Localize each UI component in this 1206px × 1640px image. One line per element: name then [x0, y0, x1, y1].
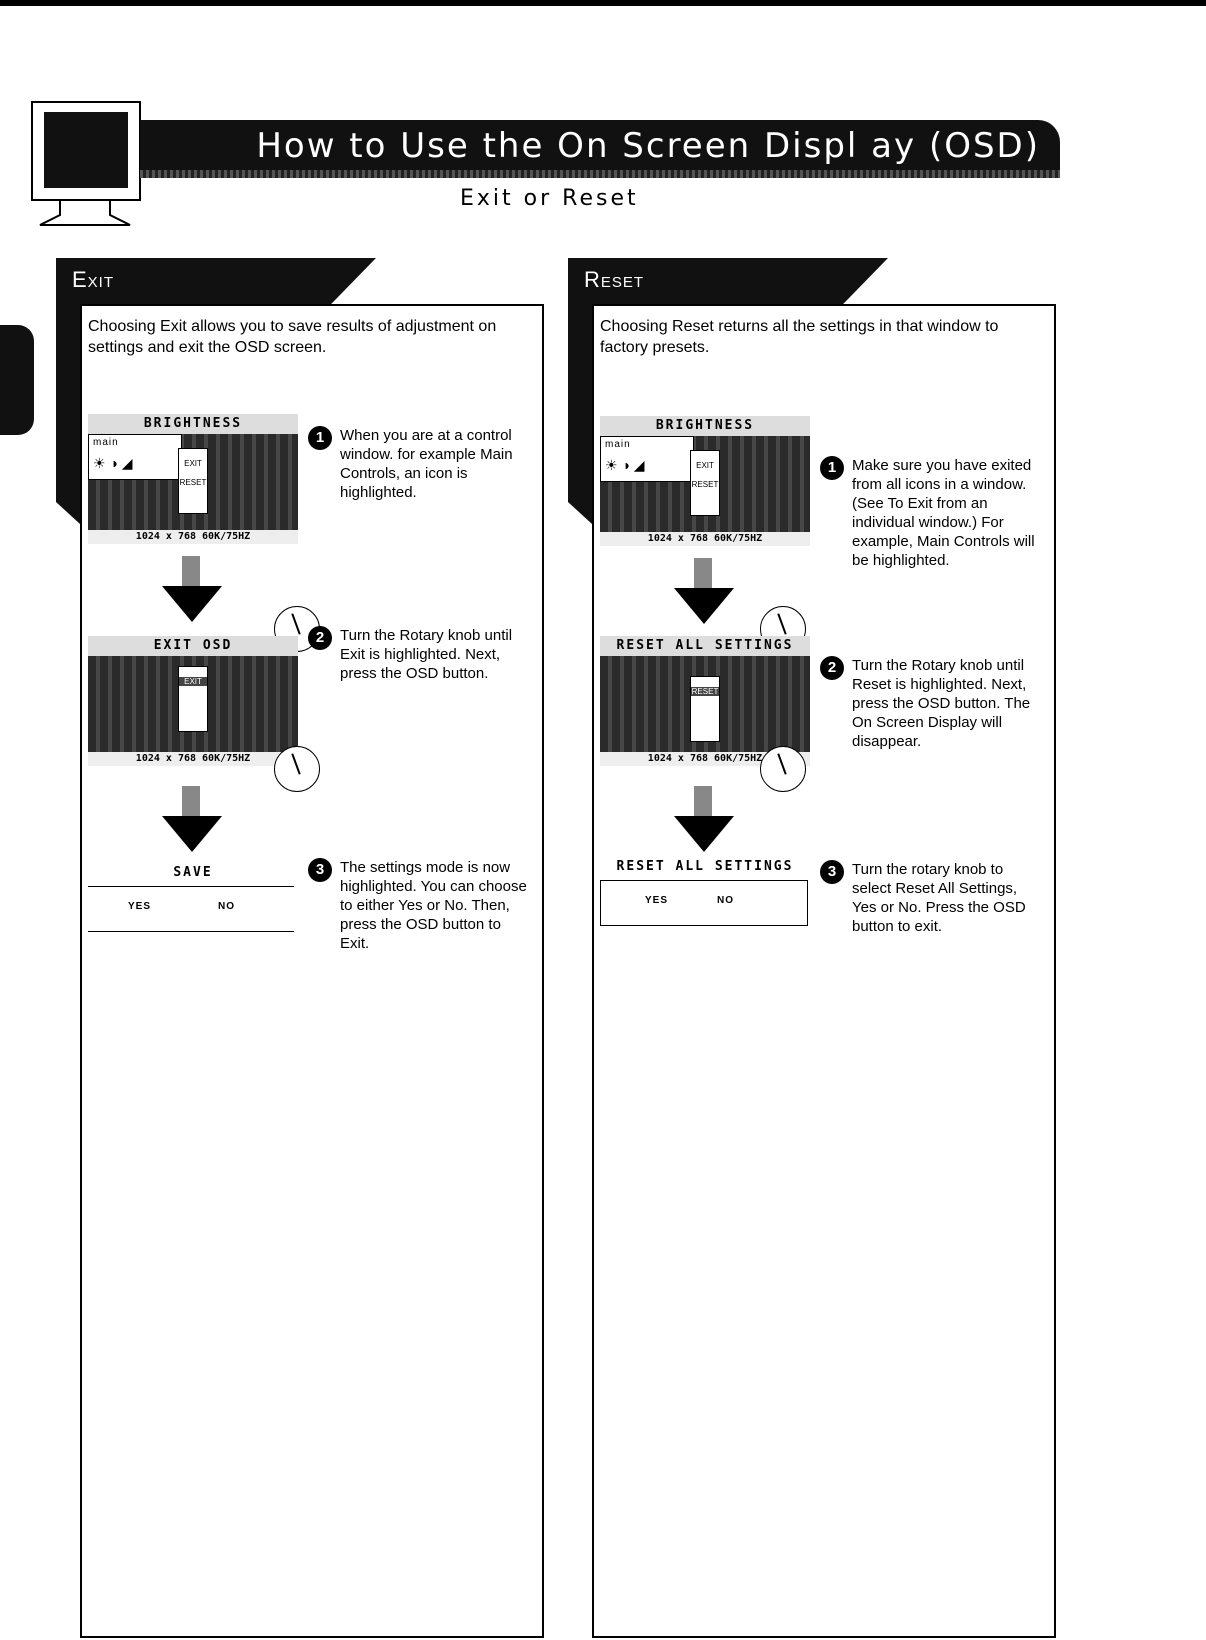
language-side-tab: [0, 325, 34, 435]
exit-tab: Exit: [56, 258, 376, 304]
osd-menu-reset-highlighted: RESET: [691, 687, 719, 696]
step-number: 3: [308, 858, 332, 882]
title-bar: How to Use the On Screen Displ ay (OSD): [140, 120, 1060, 178]
osd-menu-reset: RESET: [691, 480, 719, 489]
save-title: SAVE: [173, 865, 213, 880]
osd-screen: main ☀ ◑ ◢ EXIT RESET: [600, 436, 810, 532]
reset-box: Choosing Reset returns all the settings …: [592, 304, 1056, 1638]
save-title: RESET ALL SETTINGS: [616, 859, 794, 874]
page-title: How to Use the On Screen Displ ay (OSD): [256, 126, 1040, 166]
exit-save-dialog: SAVE YES NO: [88, 862, 298, 932]
top-rule: [0, 0, 1206, 6]
osd-footer: 1024 x 768 60K/75HZ: [600, 752, 810, 766]
exit-notch: [56, 304, 80, 524]
save-options: YES NO: [88, 886, 294, 932]
osd-screen: EXIT: [88, 656, 298, 752]
rotary-knob-icon: [760, 746, 806, 792]
osd-menu: RESET: [690, 676, 720, 742]
exit-osd-brightness: BRIGHTNESS main ☀ ◑ ◢ EXIT RESET 1024 x …: [88, 414, 298, 544]
down-arrow-icon: [152, 786, 232, 856]
step-number: 2: [820, 656, 844, 680]
monitor-icon: [31, 101, 141, 226]
osd-title: BRIGHTNESS: [88, 414, 298, 434]
save-options: YES NO: [600, 880, 808, 926]
rotary-knob-icon: [274, 746, 320, 792]
exit-label: Exit: [72, 267, 115, 292]
osd-footer: 1024 x 768 60K/75HZ: [88, 530, 298, 544]
reset-osd-brightness: BRIGHTNESS main ☀ ◑ ◢ EXIT RESET 1024 x …: [600, 416, 810, 546]
step-text: Turn the Rotary knob until Reset is high…: [852, 657, 1031, 750]
osd-menu: EXIT RESET: [690, 450, 720, 516]
osd-footer: 1024 x 768 60K/75HZ: [600, 532, 810, 546]
down-arrow-icon: [664, 786, 744, 856]
step-text: Turn the Rotary knob until Exit is highl…: [340, 627, 513, 682]
osd-screen: main ☀ ◑ ◢ EXIT RESET: [88, 434, 298, 530]
yes-option: YES: [645, 895, 669, 906]
step-number: 1: [308, 426, 332, 450]
osd-title: EXIT OSD: [88, 636, 298, 656]
osd-menu-exit-highlighted: EXIT: [179, 677, 207, 686]
osd-menu-exit: EXIT: [184, 459, 202, 468]
step-number: 1: [820, 456, 844, 480]
down-arrow-icon: [664, 558, 744, 628]
osd-main-label: main: [605, 439, 631, 450]
reset-panel: Reset Choosing Reset returns all the set…: [568, 258, 1058, 1638]
exit-box: Choosing Exit allows you to save results…: [80, 304, 544, 1638]
reset-intro: Choosing Reset returns all the settings …: [600, 318, 999, 356]
osd-footer: 1024 x 768 60K/75HZ: [88, 752, 298, 766]
reset-confirm-dialog: RESET ALL SETTINGS YES NO: [600, 856, 810, 926]
step-text: Turn the rotary knob to select Reset All…: [852, 861, 1026, 935]
reset-notch: [568, 304, 592, 524]
exit-osd-exit: EXIT OSD EXIT 1024 x 768 60K/75HZ: [88, 636, 298, 766]
osd-main-panel: main ☀ ◑ ◢: [600, 436, 694, 482]
osd-main-label: main: [93, 437, 119, 448]
osd-title: RESET ALL SETTINGS: [600, 636, 810, 656]
step-text: When you are at a control window. for ex…: [340, 427, 513, 501]
brightness-contrast-icons: ☀ ◑ ◢: [93, 455, 133, 471]
page-subtitle: Exit or Reset: [460, 186, 639, 211]
yes-option: YES: [128, 901, 152, 912]
reset-tab: Reset: [568, 258, 888, 304]
step-number: 3: [820, 860, 844, 884]
down-arrow-icon: [152, 556, 232, 626]
osd-menu-exit: EXIT: [696, 461, 714, 470]
no-option: NO: [218, 901, 235, 912]
exit-panel: Exit Choosing Exit allows you to save re…: [56, 258, 546, 1638]
step-number: 2: [308, 626, 332, 650]
osd-menu: EXIT: [178, 666, 208, 732]
step-text: Make sure you have exited from all icons…: [852, 457, 1035, 569]
no-option: NO: [717, 895, 734, 906]
exit-intro: Choosing Exit allows you to save results…: [88, 318, 497, 356]
osd-main-panel: main ☀ ◑ ◢: [88, 434, 182, 480]
reset-osd-reset: RESET ALL SETTINGS RESET 1024 x 768 60K/…: [600, 636, 810, 766]
osd-menu: EXIT RESET: [178, 448, 208, 514]
osd-menu-reset: RESET: [179, 478, 207, 487]
step-text: The settings mode is now highlighted. Yo…: [340, 859, 527, 952]
osd-title: BRIGHTNESS: [600, 416, 810, 436]
osd-screen: RESET: [600, 656, 810, 752]
brightness-contrast-icons: ☀ ◑ ◢: [605, 457, 645, 473]
reset-label: Reset: [584, 267, 645, 292]
